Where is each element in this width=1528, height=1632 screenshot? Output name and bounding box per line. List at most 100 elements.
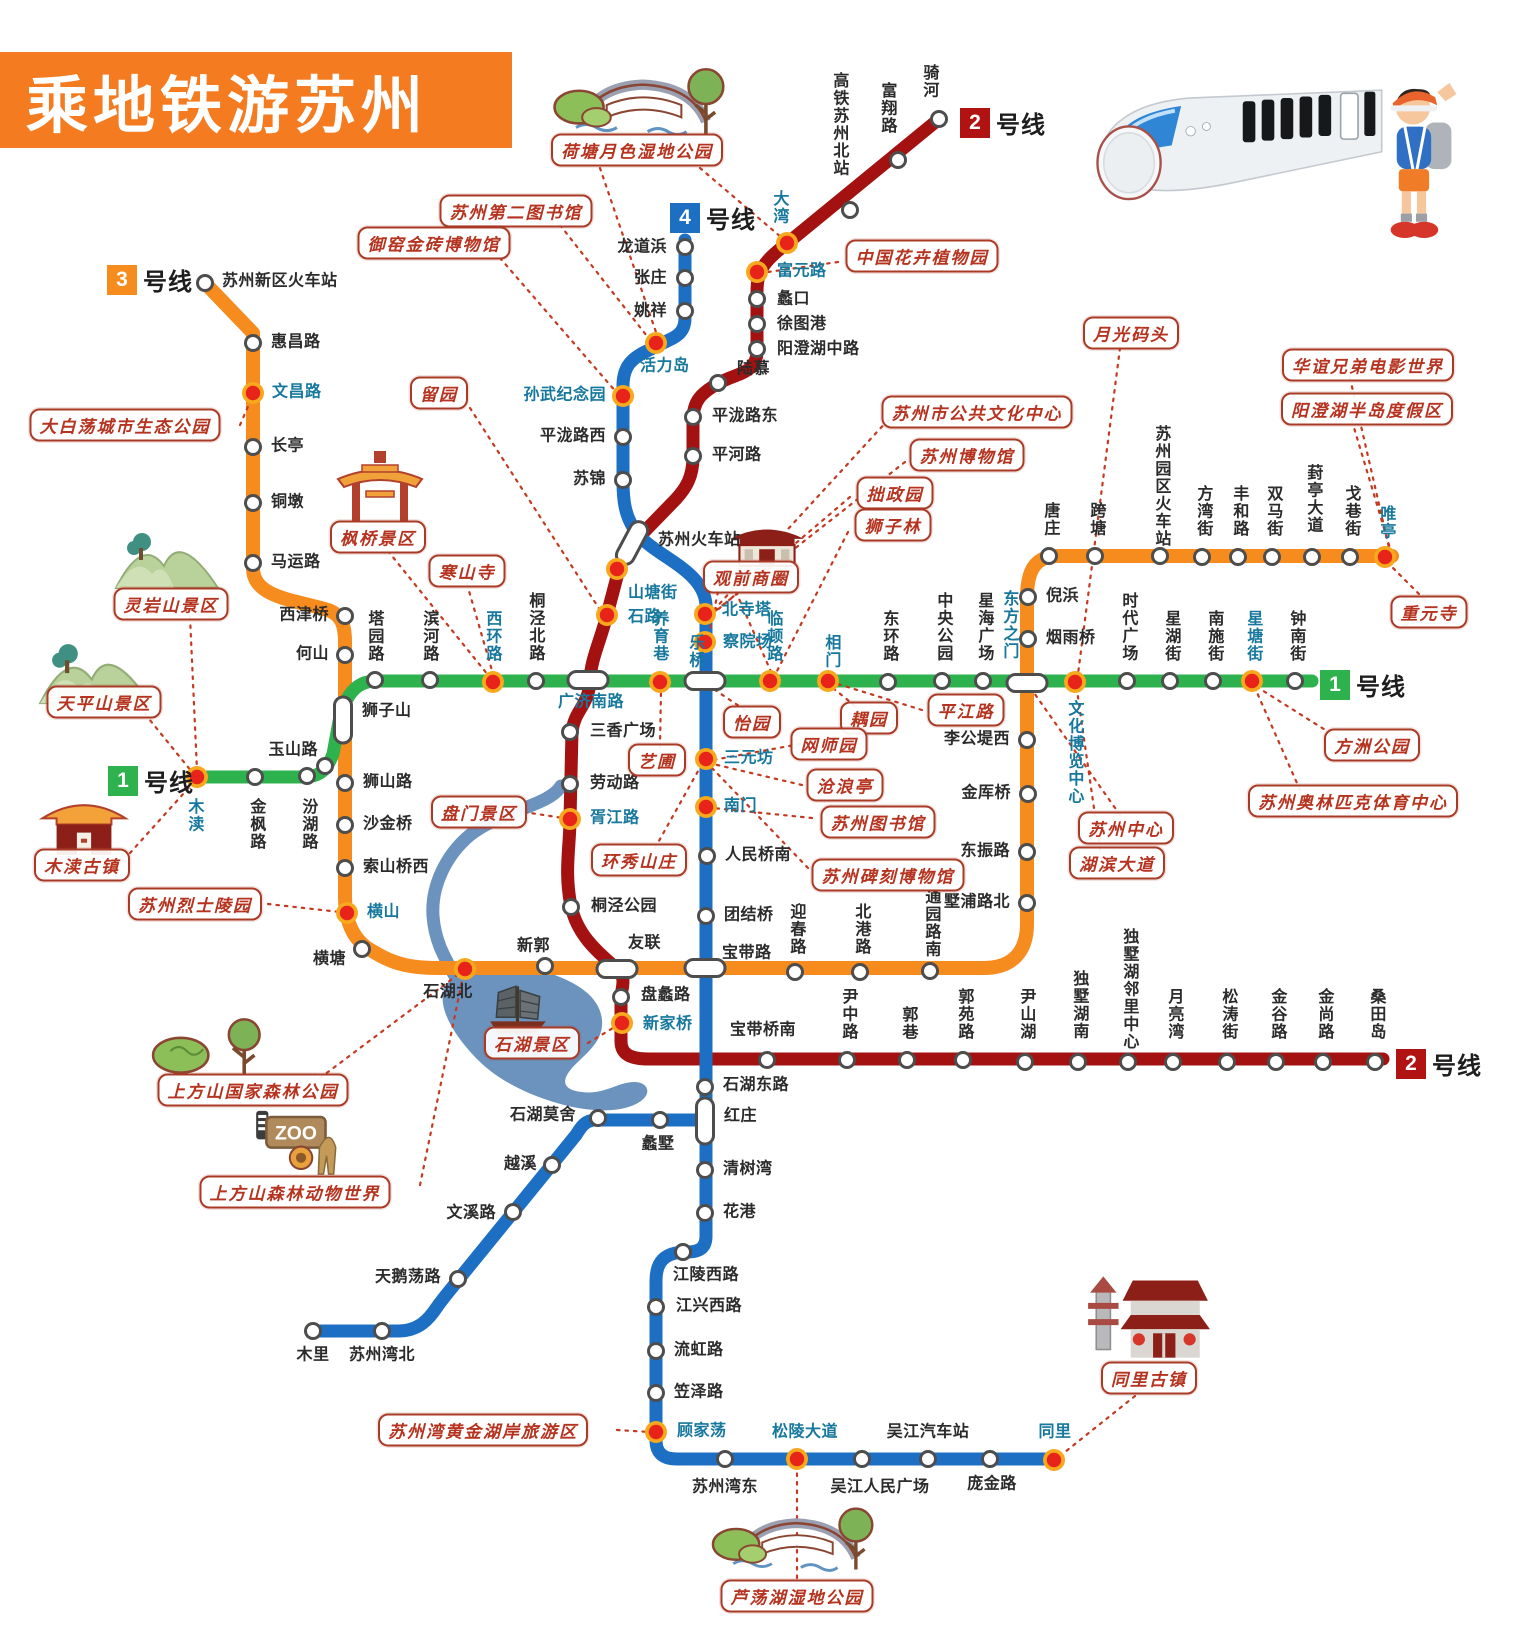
callout-connector-line bbox=[188, 615, 199, 772]
attraction-callout: 苏州第二图书馆 bbox=[439, 194, 593, 228]
station-marker bbox=[684, 408, 702, 426]
station-label: 平泷路东 bbox=[712, 407, 779, 425]
station-marker bbox=[304, 1322, 322, 1340]
station-marker bbox=[684, 447, 702, 465]
station-label: 时代广场 bbox=[1119, 592, 1137, 662]
attraction-callout: 苏州中心 bbox=[1078, 811, 1174, 845]
callout-connector-line bbox=[1030, 688, 1122, 817]
station-marker bbox=[1193, 548, 1211, 566]
station-marker bbox=[1303, 548, 1321, 566]
station-marker bbox=[647, 1384, 665, 1402]
station-marker bbox=[1119, 1053, 1137, 1071]
callout-connector-line bbox=[1058, 1394, 1137, 1458]
station-marker bbox=[336, 774, 354, 792]
station-marker bbox=[698, 847, 716, 865]
attraction-callout: 苏州博物馆 bbox=[909, 438, 1025, 472]
station-marker bbox=[696, 1161, 714, 1179]
callout-connector-line bbox=[1350, 419, 1394, 557]
station-marker bbox=[697, 907, 715, 925]
station-attraction-marker bbox=[336, 902, 358, 924]
station-marker bbox=[1005, 673, 1049, 693]
station-label: 阳澄湖中路 bbox=[777, 340, 860, 358]
station-attraction-marker bbox=[645, 1421, 667, 1443]
attraction-callout: 苏州烈士陵园 bbox=[128, 887, 262, 921]
station-label: 庞金路 bbox=[967, 1475, 1017, 1493]
station-marker bbox=[676, 302, 694, 320]
station-label: 胥江路 bbox=[590, 809, 640, 827]
attraction-callout: 芦荡湖湿地公园 bbox=[720, 1579, 874, 1613]
station-label: 西津桥 bbox=[279, 606, 329, 624]
station-label: 星塘街 bbox=[1244, 610, 1262, 663]
callout-connector-line bbox=[318, 971, 462, 1080]
station-marker bbox=[1341, 548, 1359, 566]
attraction-callout: 苏州市公共文化中心 bbox=[881, 395, 1073, 429]
callout-connector-line bbox=[418, 974, 465, 1187]
callout-connector-line bbox=[465, 582, 495, 676]
station-marker bbox=[421, 671, 439, 689]
station-label: 汾湖路 bbox=[299, 798, 317, 851]
line-suffix-label: 号线 bbox=[144, 770, 194, 797]
station-label: 江兴西路 bbox=[676, 1297, 743, 1315]
station-attraction-marker bbox=[746, 261, 768, 283]
tourist-boy-icon bbox=[1372, 80, 1464, 242]
station-marker bbox=[674, 1243, 692, 1261]
station-marker bbox=[647, 1342, 665, 1360]
line-suffix-label: 号线 bbox=[1432, 1053, 1482, 1080]
station-label: 平河路 bbox=[712, 446, 762, 464]
line-number: 1 bbox=[1320, 669, 1350, 700]
station-label: 木里 bbox=[296, 1346, 330, 1364]
station-label: 广济南路 bbox=[558, 693, 625, 711]
station-label: 山塘街 bbox=[628, 584, 678, 602]
station-label: 月亮湾 bbox=[1165, 988, 1183, 1041]
station-attraction-marker bbox=[1064, 671, 1086, 693]
callout-connector-line bbox=[710, 686, 747, 712]
station-label: 石湖北 bbox=[423, 983, 473, 1001]
station-label: 通园路南 bbox=[922, 888, 940, 958]
station-label: 陆慕 bbox=[737, 360, 771, 378]
line-number: 4 bbox=[670, 202, 700, 233]
station-label: 李公堤西 bbox=[943, 730, 1010, 748]
line-suffix-label: 号线 bbox=[706, 207, 756, 234]
station-label: 横塘 bbox=[312, 950, 346, 968]
line-number: 2 bbox=[960, 107, 990, 138]
station-label: 倪浜 bbox=[1046, 587, 1080, 605]
bullet-train-icon bbox=[1088, 42, 1388, 237]
attraction-callout: 苏州奥林匹克体育中心 bbox=[1248, 784, 1458, 818]
station-marker bbox=[373, 1322, 391, 1340]
station-marker bbox=[612, 988, 630, 1006]
station-label: 金尚路 bbox=[1315, 988, 1333, 1041]
station-label: 跨塘 bbox=[1087, 502, 1105, 537]
station-label: 唐庄 bbox=[1041, 502, 1059, 537]
station-marker bbox=[919, 1450, 937, 1468]
station-attraction-marker bbox=[759, 670, 781, 692]
station-marker bbox=[1164, 1053, 1182, 1071]
station-label: 人民桥南 bbox=[725, 846, 792, 864]
attraction-callout: 艺圃 bbox=[628, 743, 686, 777]
callout-connector-line bbox=[1255, 685, 1340, 740]
station-marker bbox=[504, 1203, 522, 1221]
station-label: 文化博览中心 bbox=[1065, 700, 1083, 805]
station-label: 钟南街 bbox=[1287, 610, 1305, 663]
station-attraction-marker bbox=[695, 748, 717, 770]
station-label: 松涛街 bbox=[1219, 988, 1237, 1041]
station-label: 木渎 bbox=[185, 798, 203, 833]
tongli-oldtown-icon bbox=[1082, 1266, 1214, 1363]
attraction-callout: 拙政园 bbox=[856, 476, 934, 510]
station-label: 蠡口 bbox=[777, 290, 811, 308]
map-title: 乘地铁游苏州 bbox=[26, 72, 429, 141]
lingyanshan-mountain-icon bbox=[112, 526, 222, 592]
attraction-callout: 枫桥景区 bbox=[330, 520, 426, 554]
station-marker bbox=[449, 1270, 467, 1288]
station-label: 新郭 bbox=[517, 937, 551, 955]
station-marker bbox=[589, 1109, 607, 1127]
callout-connector-line bbox=[558, 223, 652, 342]
station-attraction-marker bbox=[611, 1012, 633, 1034]
station-attraction-marker bbox=[1374, 546, 1396, 568]
station-label: 三香广场 bbox=[590, 722, 657, 740]
station-label: 松陵大道 bbox=[771, 1423, 839, 1441]
